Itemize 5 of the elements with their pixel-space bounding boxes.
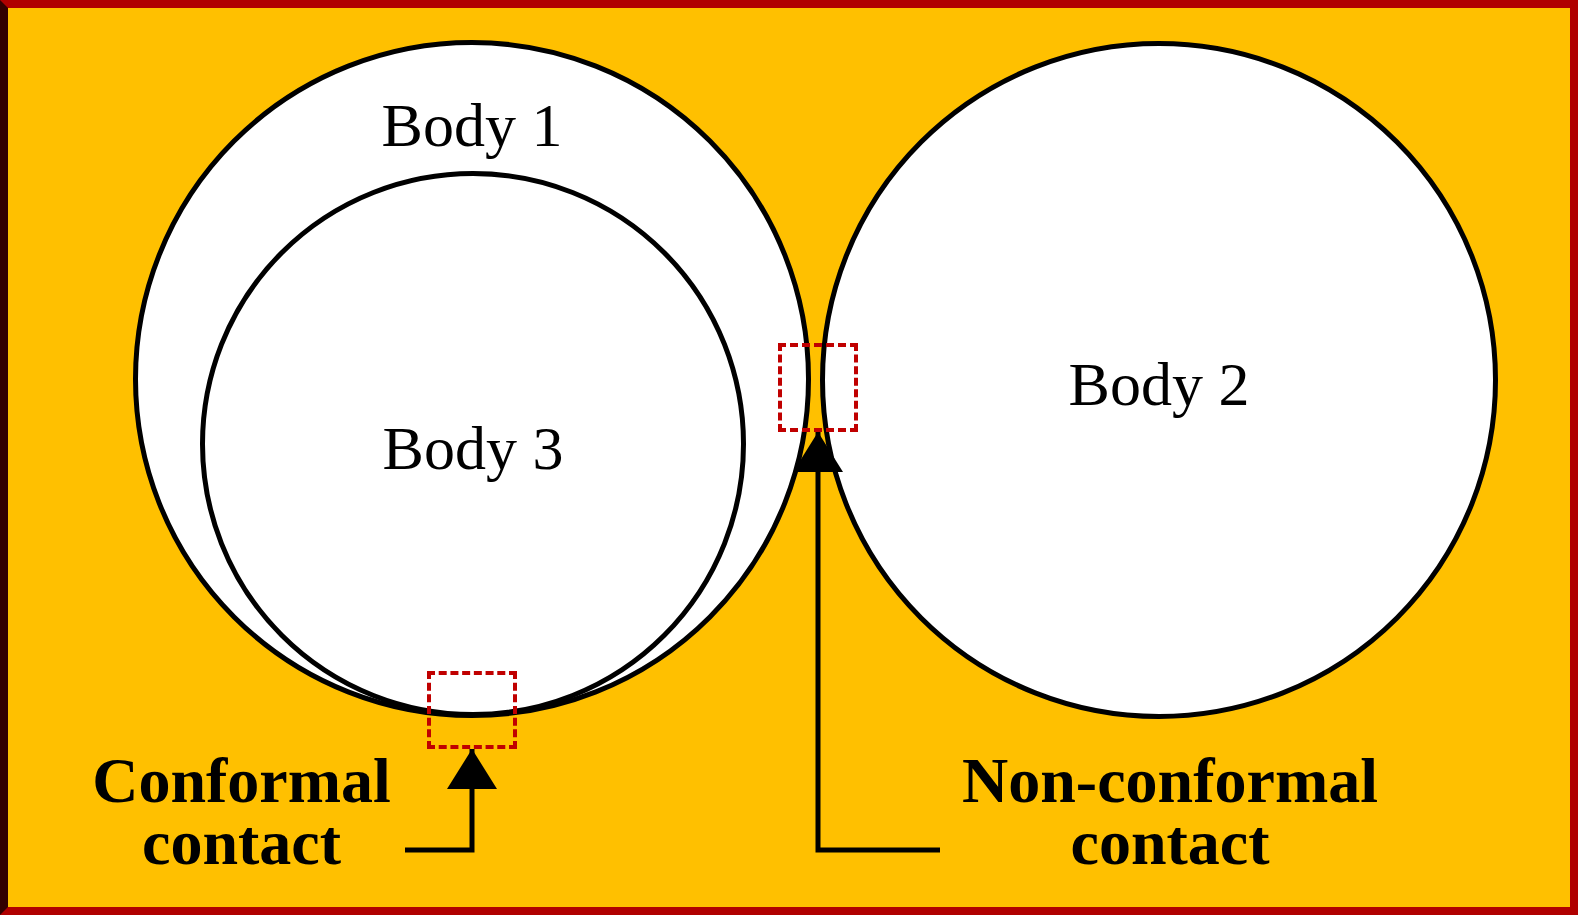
callout-label: Non-conformal contact xyxy=(940,750,1400,874)
leader-arrow xyxy=(405,749,497,853)
callout-label: Conformal contact xyxy=(78,750,405,874)
contact-zone-box xyxy=(427,671,517,749)
contact-zone-box xyxy=(778,343,858,432)
